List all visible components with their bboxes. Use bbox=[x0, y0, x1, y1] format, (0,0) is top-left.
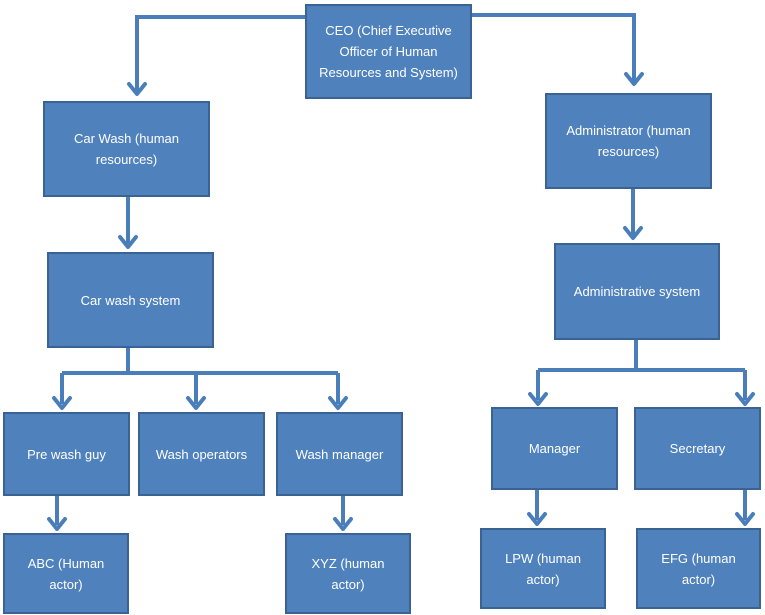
pre-wash-guy-label: Pre wash guy bbox=[27, 446, 106, 462]
arrowhead-lpw bbox=[527, 512, 547, 526]
connector-ceo-car-wash bbox=[135, 15, 305, 92]
arrowhead-secretary bbox=[735, 392, 755, 406]
arrowhead-car-wash bbox=[127, 82, 147, 96]
arrowhead-wash-manager bbox=[328, 396, 348, 410]
secretary-box: Secretary bbox=[634, 407, 761, 490]
administrator-label: Administrator (human resources) bbox=[566, 123, 691, 159]
pre-wash-guy-box: Pre wash guy bbox=[3, 412, 130, 496]
arrowhead-wash-operators bbox=[186, 396, 206, 410]
administrative-system-label: Administrative system bbox=[573, 284, 701, 299]
arrowhead-pre-wash-guy bbox=[52, 396, 72, 410]
car-wash-system-box: Car wash system bbox=[47, 252, 214, 348]
arrowhead-car-wash-system bbox=[118, 235, 138, 249]
abc-label: ABC (Human actor) bbox=[27, 555, 105, 592]
secretary-label: Secretary bbox=[669, 441, 726, 456]
arrowhead-abc bbox=[47, 517, 67, 531]
arrowhead-efg bbox=[735, 512, 755, 526]
efg-box: EFG (human actor) bbox=[636, 528, 761, 609]
connector-ceo-administrator bbox=[472, 13, 636, 82]
car-wash-box: Car Wash (human resources) bbox=[43, 101, 210, 197]
wash-operators-label: Wash operators bbox=[155, 446, 248, 462]
ceo-box: CEO (Chief Executive Officer of Human Re… bbox=[305, 4, 472, 99]
xyz-label: XYZ (human actor) bbox=[311, 555, 385, 592]
administrative-system-box: Administrative system bbox=[554, 243, 720, 340]
car-wash-system-label: Car wash system bbox=[80, 292, 181, 308]
lpw-label: LPW (human actor) bbox=[505, 550, 581, 587]
abc-box: ABC (Human actor) bbox=[3, 533, 129, 614]
efg-label: EFG (human actor) bbox=[661, 550, 736, 587]
administrator-box: Administrator (human resources) bbox=[545, 93, 712, 189]
arrowhead-administrative-system bbox=[623, 226, 643, 240]
wash-manager-label: Wash manager bbox=[295, 446, 384, 462]
xyz-box: XYZ (human actor) bbox=[285, 533, 411, 614]
wash-operators-box: Wash operators bbox=[138, 412, 265, 496]
manager-box: Manager bbox=[491, 407, 618, 490]
arrowhead-administrator bbox=[624, 72, 644, 86]
arrowhead-xyz bbox=[333, 517, 353, 531]
manager-label: Manager bbox=[528, 441, 581, 456]
ceo-label: CEO (Chief Executive Officer of Human Re… bbox=[319, 23, 458, 80]
wash-manager-box: Wash manager bbox=[276, 412, 403, 496]
car-wash-label: Car Wash (human resources) bbox=[74, 131, 179, 167]
lpw-box: LPW (human actor) bbox=[480, 528, 606, 609]
arrowhead-manager bbox=[528, 392, 548, 406]
